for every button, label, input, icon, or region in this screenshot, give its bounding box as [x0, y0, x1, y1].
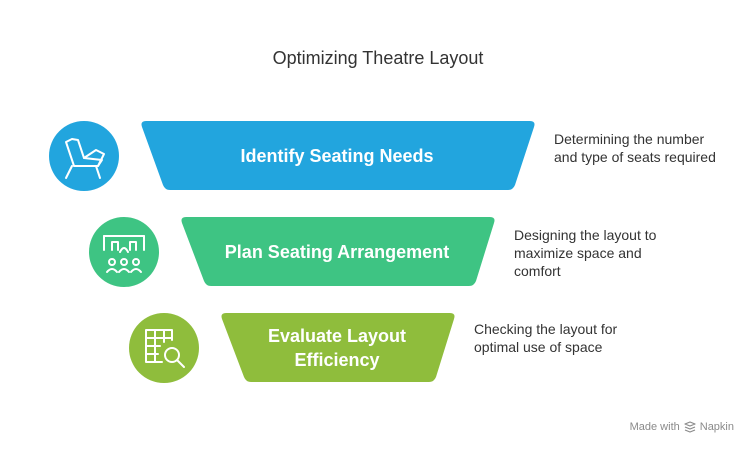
step-3-icon-circle — [129, 313, 199, 383]
step-2-description: Designing the layout to maximize space a… — [514, 227, 657, 279]
step-3-label-line-2: Efficiency — [294, 350, 379, 370]
chair-icon — [65, 138, 105, 179]
funnel-step-1: Identify Seating Needs — [49, 121, 535, 191]
footer-credit: Made with Napkin — [630, 421, 734, 433]
step-3-band — [221, 313, 455, 382]
step-1-band — [141, 121, 535, 190]
funnel-step-2: Plan Seating Arrangement — [89, 217, 495, 287]
step-1-label: Identify Seating Needs — [240, 146, 433, 166]
diagram-title: Optimizing Theatre Layout — [272, 48, 484, 68]
step-3-description: Checking the layout for optimal use of s… — [474, 321, 618, 355]
step-2-icon-circle — [89, 217, 159, 287]
funnel-step-3: Evaluate Layout Efficiency — [129, 313, 455, 383]
napkin-brand: Napkin — [699, 421, 734, 433]
napkin-logo-icon — [684, 421, 696, 433]
step-1-description: Determining the number and type of seats… — [554, 131, 716, 165]
step-2-label: Plan Seating Arrangement — [225, 242, 449, 262]
made-with-text: Made with — [629, 421, 680, 433]
step-3-label-line-1: Evaluate Layout — [268, 326, 406, 346]
table-search-icon — [145, 329, 185, 368]
seating-plan-icon — [103, 235, 145, 273]
step-2-band — [181, 217, 495, 286]
